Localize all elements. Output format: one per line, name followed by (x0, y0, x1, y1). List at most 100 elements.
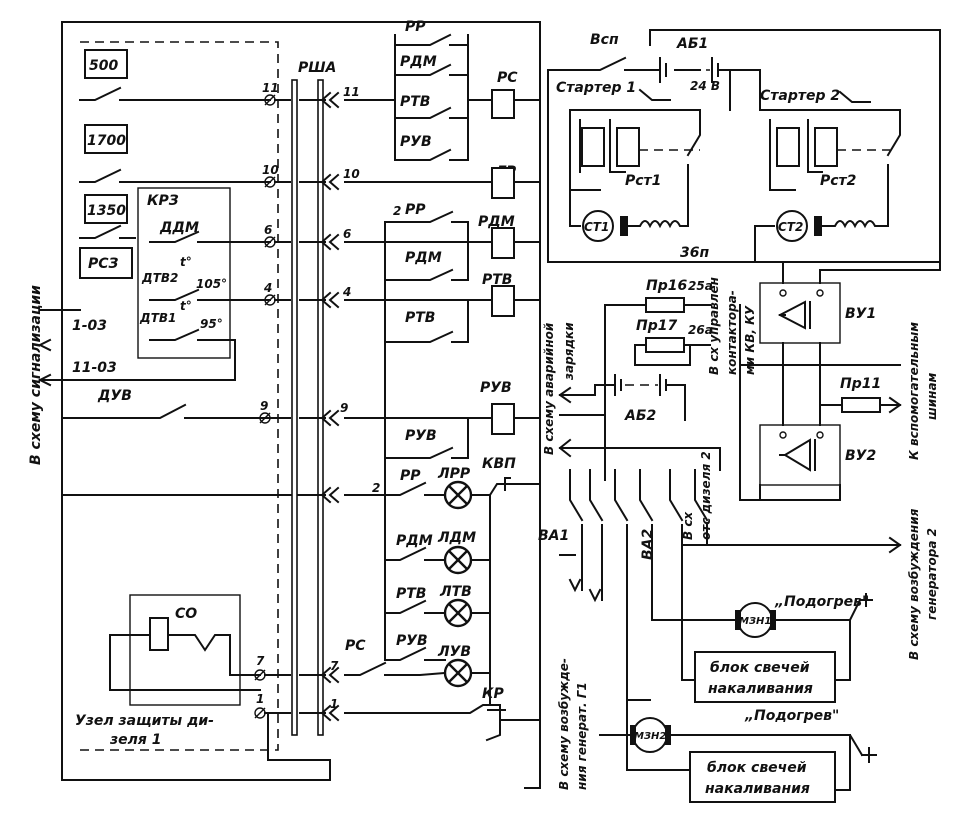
speed-relay-1700-label: 1700 (87, 133, 126, 149)
gen1-excitation-label-2: ния генерат. Г1 (575, 682, 589, 790)
contact-ruv-2-label: РУВ (405, 428, 437, 444)
temp-95-label: 95° (200, 317, 223, 331)
pump-mzn2-brush-r (665, 725, 671, 745)
terminal-10: 10 (262, 163, 279, 188)
charging-circuit: Пр16 25а Пр17 26а АБ2 ВУ1 ВУ2 Пр11 (558, 261, 941, 501)
speed-relay-1350-label: 1350 (87, 203, 126, 219)
contact-rr-1-label: РР (405, 19, 426, 35)
glow-plug-block-1-line2: накаливания (708, 681, 813, 697)
contactor-control-label-2: контактора- (725, 290, 739, 375)
kvp-label: КВП (482, 456, 516, 472)
fuse-26a-label: 26а (688, 323, 713, 337)
lamp-ldm (443, 545, 473, 575)
lamp-ldm-label: ЛДМ (437, 530, 476, 546)
contact-rtv-3-label: РТВ (396, 586, 426, 602)
starter-circuit: Всп АБ1 24 В Стартер 1 Рст1 СТ1 Стартер … (547, 29, 941, 263)
duv-label: ДУВ (97, 388, 132, 404)
rectifier-vu2-label: ВУ2 (845, 448, 876, 464)
generator-excitation-circuit: ВА1 ВА2 МЗН1 „Подогрев" блок свечей нака… (538, 469, 902, 803)
rst1-label: Рст1 (625, 173, 661, 189)
fuse-25a-label: 25а (688, 279, 713, 293)
fuse-pr11-label: Пр11 (840, 376, 881, 392)
gen2-excitation-label-1: В схему возбуждения (907, 508, 921, 660)
wire-36p-label: 36п (680, 245, 709, 261)
terminal-9-label: 9 (260, 399, 268, 413)
wire-1-03-label: 1-03 (72, 318, 107, 334)
rsha-bar-right (317, 79, 324, 736)
contactor-control-label-3: ми КВ, КУ (743, 305, 757, 375)
starter-motor-st2-label: СТ2 (778, 220, 803, 234)
starter-1-relay-a (581, 127, 605, 167)
pump-mzn1-brush-l (735, 610, 741, 630)
contact-rr-3-label: РР (400, 468, 421, 484)
starter-2-relay-b (814, 127, 838, 167)
node-7-label: 7 (330, 659, 339, 673)
node-9-label: 9 (340, 401, 348, 415)
node-title-line2: зеля 1 (109, 732, 162, 748)
fuse-pr17-label: Пр17 (636, 318, 677, 334)
krz-box (137, 187, 231, 359)
terminal-4-label: 4 (263, 281, 272, 295)
relay-rdm-coil (491, 227, 515, 259)
protection-unit-diesel-1: 500 1700 1350 РСЗ КРЗ ДДМ ДТВ2 t° 105° Д… (28, 21, 541, 789)
ddm-label: ДДМ (159, 220, 199, 236)
node-4-label: 4 (342, 285, 351, 299)
fuse-pr16-label: Пр16 (646, 278, 687, 294)
lamp-lrr (443, 480, 473, 510)
starter-motor-st2 (776, 210, 808, 242)
contact-rdm-1-label: РДМ (400, 54, 437, 70)
vsp-switch-label: Всп (590, 32, 619, 48)
terminal-1: 1 (254, 692, 266, 719)
vertical-labels: В схему аварийной зарядки В сх управлен … (542, 277, 939, 790)
glow-plug-block-2-line1: блок свечей (707, 760, 807, 776)
starter-1-label: Стартер 1 (556, 80, 636, 96)
so-box (129, 594, 241, 706)
contact-rdm-3-label: РДМ (396, 533, 433, 549)
rectifier-vu2-box (759, 424, 841, 486)
fuse-pr16 (645, 297, 685, 313)
diesel2-stop-label-2: отс дизеля 2 (699, 451, 713, 540)
aux-bus-label-2: шинам (925, 372, 939, 420)
glow-plug-block-2 (689, 751, 836, 803)
krz-label: КРЗ (147, 193, 179, 209)
contact-rtv-2-label: РТВ (405, 310, 435, 326)
aux-bus-label-1: К вспомогательным (907, 322, 921, 460)
starter-motor-st1 (582, 210, 614, 242)
lamp-ltv-label: ЛТВ (439, 584, 472, 600)
relay-rs-coil-label: РС (497, 70, 518, 86)
relay-ruv-coil (491, 403, 515, 435)
terminal-7-label: 7 (256, 654, 265, 668)
voltage-24v-label: 24 В (690, 79, 720, 93)
so-label: СО (175, 606, 197, 622)
battery-ab1-label: АБ1 (676, 36, 708, 52)
relay-rs-coil (491, 89, 515, 119)
emergency-charge-label-2: зарядки (562, 322, 576, 381)
terminal-strip: 11 10 6 4 9 7 1 РША (254, 60, 340, 781)
breaker-va1-label: ВА1 (538, 528, 569, 544)
st1-brush (620, 216, 628, 236)
contact-ruv-3-label: РУВ (396, 633, 428, 649)
rst2-label: Рст2 (820, 173, 856, 189)
relay-rdm-coil-label: РДМ (478, 214, 515, 230)
lamp-lrr-label: ЛРР (437, 466, 471, 482)
contact-ruv-1-label: РУВ (400, 134, 432, 150)
gen1-excitation-label-1: В схему возбужде- (557, 658, 571, 790)
node-title-line1: Узел защиты ди- (75, 713, 214, 729)
breaker-va2-label: ВА2 (640, 529, 656, 560)
starter-motor-st1-label: СТ1 (584, 220, 609, 234)
rsz-label: РСЗ (88, 256, 119, 272)
dtv2-label: ДТВ2 (141, 271, 178, 285)
contactor-control-label-1: В сх управлен (707, 277, 721, 375)
rsz-box (79, 247, 133, 279)
rectifier-vu1-label: ВУ1 (845, 306, 876, 322)
node-6-label: 6 (343, 227, 351, 241)
dtv1-temp-label: t° (180, 299, 192, 313)
contact-rs-2-label: РС (345, 638, 366, 654)
lamp-luv (443, 658, 473, 688)
contact-rr-2-label: РР (405, 202, 426, 218)
contact-rdm-2-label: РДМ (405, 250, 442, 266)
relay-ruv-coil-label: РУВ (480, 380, 512, 396)
terminal-7: 7 (254, 654, 266, 681)
